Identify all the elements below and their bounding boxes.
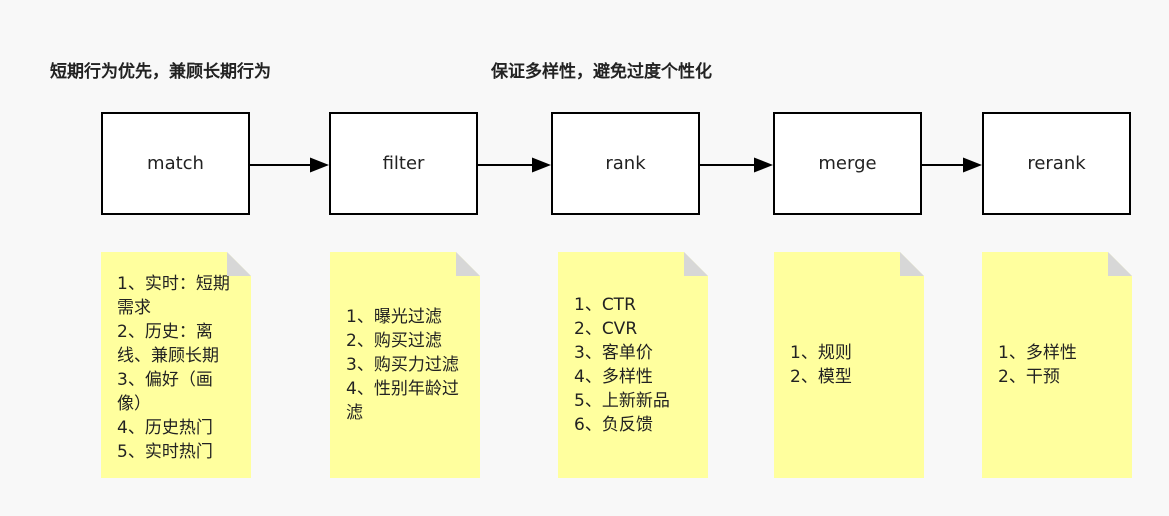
arrow-rank-merge <box>700 157 773 173</box>
note-rank-list: 1、CTR 2、CVR 3、客单价 4、多样性 5、上新新品 6、负反馈 <box>574 252 694 478</box>
stage-rank-box: rank <box>551 112 700 215</box>
stage-rerank-box: rerank <box>982 112 1131 215</box>
note-item: 1、曝光过滤 <box>346 307 442 327</box>
note-item: 2、模型 <box>790 367 852 387</box>
note-item: 2、购买过滤 <box>346 331 442 351</box>
note-item: 2、CVR <box>574 319 638 339</box>
heading-left: 短期行为优先，兼顾长期行为 <box>50 62 271 82</box>
note-fold-corner <box>456 252 480 276</box>
arrow-match-filter <box>250 157 329 173</box>
note-item: 1、CTR <box>574 295 636 315</box>
note-fold-corner <box>227 252 251 276</box>
arrow-merge-rerank <box>922 157 982 173</box>
note-item: 3、偏好（画像） <box>117 370 213 414</box>
note-item: 5、上新新品 <box>574 391 670 411</box>
stage-merge-box: merge <box>773 112 922 215</box>
note-rank: 1、CTR 2、CVR 3、客单价 4、多样性 5、上新新品 6、负反馈 <box>558 252 708 478</box>
note-match: 1、实时：短期需求 2、历史：离线、兼顾长期 3、偏好（画像） 4、历史热门 5… <box>101 252 251 478</box>
stage-label: filter <box>382 153 425 174</box>
note-filter: 1、曝光过滤 2、购买过滤 3、购买力过滤 4、性别年龄过滤 <box>330 252 480 478</box>
note-filter-list: 1、曝光过滤 2、购买过滤 3、购买力过滤 4、性别年龄过滤 <box>346 252 466 478</box>
note-item: 4、历史热门 <box>117 418 213 438</box>
note-item: 3、客单价 <box>574 343 653 363</box>
note-rerank: 1、多样性 2、干预 <box>982 252 1132 478</box>
stage-label: match <box>147 153 204 174</box>
note-fold-corner <box>684 252 708 276</box>
note-fold-corner <box>900 252 924 276</box>
stage-filter-box: filter <box>329 112 478 215</box>
note-fold-corner <box>1108 252 1132 276</box>
stage-match-box: match <box>101 112 250 215</box>
note-item: 4、多样性 <box>574 367 653 387</box>
arrow-filter-rank <box>478 157 551 173</box>
note-item: 4、性别年龄过滤 <box>346 379 459 423</box>
stage-label: merge <box>818 153 877 174</box>
stage-label: rerank <box>1027 153 1086 174</box>
note-item: 6、负反馈 <box>574 415 653 435</box>
note-item: 3、购买力过滤 <box>346 355 459 375</box>
note-merge-list: 1、规则 2、模型 <box>790 252 910 478</box>
heading-right: 保证多样性，避免过度个性化 <box>491 62 712 82</box>
note-match-list: 1、实时：短期需求 2、历史：离线、兼顾长期 3、偏好（画像） 4、历史热门 5… <box>117 252 237 478</box>
note-item: 5、实时热门 <box>117 442 213 462</box>
note-merge: 1、规则 2、模型 <box>774 252 924 478</box>
note-item: 1、多样性 <box>998 343 1077 363</box>
note-item: 2、干预 <box>998 367 1060 387</box>
note-item: 1、规则 <box>790 343 852 363</box>
note-item: 2、历史：离线、兼顾长期 <box>117 322 219 366</box>
stage-label: rank <box>605 153 646 174</box>
note-item: 1、实时：短期需求 <box>117 274 230 318</box>
note-rerank-list: 1、多样性 2、干预 <box>998 252 1118 478</box>
